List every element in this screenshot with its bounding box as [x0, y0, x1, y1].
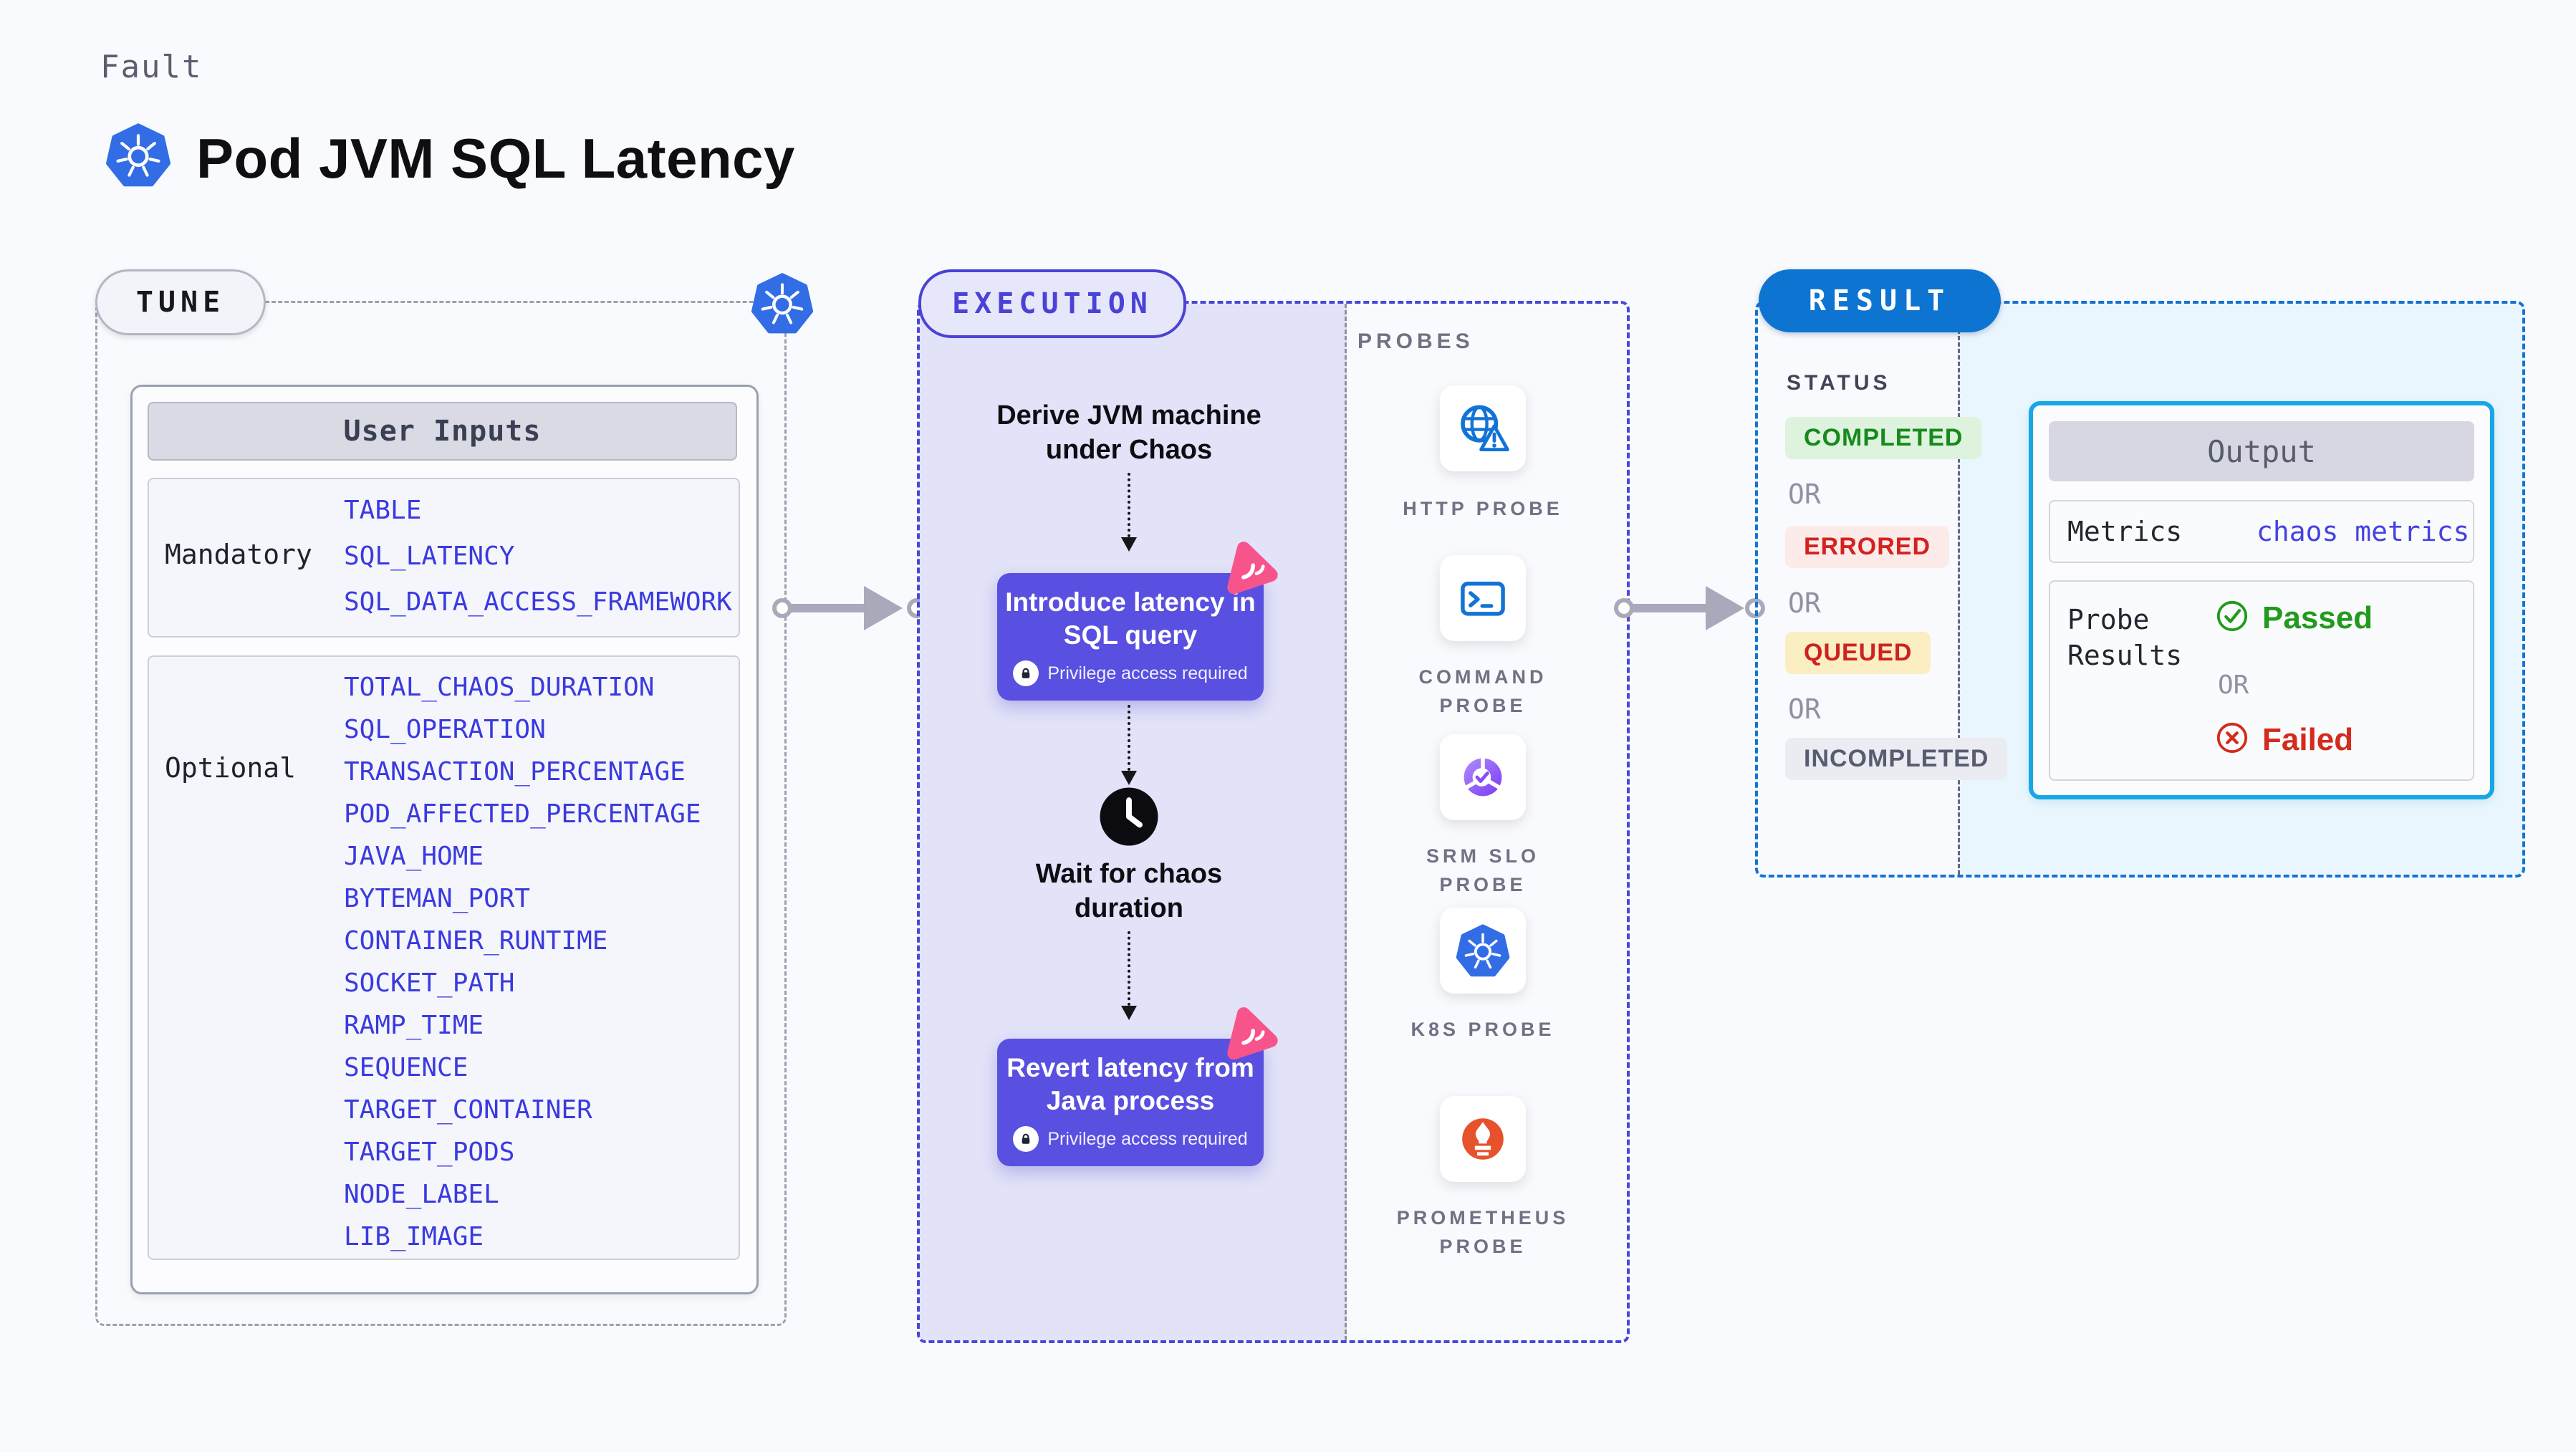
command-probe-label: COMMAND PROBE	[1418, 666, 1547, 716]
page-title: Pod JVM SQL Latency	[196, 127, 795, 190]
flow-dotted-connector	[1128, 473, 1130, 537]
srm-slo-probe-label: SRM SLO PROBE	[1426, 845, 1539, 895]
kubernetes-icon	[105, 120, 172, 190]
input-item: TARGET_PODS	[344, 1138, 515, 1167]
or-separator: OR	[1788, 693, 1821, 725]
metrics-row	[2049, 500, 2474, 563]
or-separator: OR	[1788, 587, 1821, 619]
chaos-spark-icon	[1215, 533, 1287, 605]
http-probe-card	[1440, 385, 1526, 471]
fault-kicker: Fault	[100, 49, 203, 85]
command-probe-card	[1440, 555, 1526, 641]
privilege-note: Privilege access required	[1047, 1128, 1248, 1149]
privilege-badge: Privilege access required	[1013, 1126, 1248, 1152]
mandatory-items: TABLE SQL_LATENCY SQL_DATA_ACCESS_FRAMEW…	[344, 488, 732, 625]
input-item: RAMP_TIME	[344, 1011, 484, 1040]
prometheus-probe-card	[1440, 1096, 1526, 1182]
input-item: TOTAL_CHAOS_DURATION	[344, 673, 655, 702]
result-pill: RESULT	[1759, 269, 2001, 332]
or-separator: OR	[1788, 479, 1821, 510]
optional-items: TOTAL_CHAOS_DURATION SQL_OPERATION TRANS…	[344, 666, 701, 1258]
introduce-latency-text: Introduce latency in SQL query	[1005, 587, 1256, 650]
input-item: SQL_LATENCY	[344, 542, 515, 571]
http-probe-icon	[1461, 405, 1509, 451]
prometheus-probe-label: PROMETHEUS PROBE	[1396, 1207, 1570, 1257]
step-wait-duration: Wait for chaos duration	[1035, 859, 1223, 923]
metrics-value: chaos metrics	[2257, 516, 2470, 547]
input-item: TABLE	[344, 496, 422, 525]
tune-region	[95, 301, 787, 1326]
status-label: STATUS	[1787, 371, 1891, 395]
lock-icon	[1013, 660, 1039, 686]
step-derive-jvm: Derive JVM machine under Chaos	[996, 400, 1261, 465]
optional-section	[148, 655, 740, 1260]
passed-check-icon	[2215, 599, 2249, 633]
optional-label: Optional	[165, 752, 297, 784]
failed-x-icon	[2215, 721, 2249, 755]
input-item: TRANSACTION_PERCENTAGE	[344, 757, 686, 787]
input-item: TARGET_CONTAINER	[344, 1095, 592, 1125]
or-separator: OR	[2218, 670, 2249, 700]
failed-text: Failed	[2262, 722, 2354, 757]
passed-text: Passed	[2262, 600, 2373, 635]
introduce-latency-box: Introduce latency in SQL query Privilege…	[997, 573, 1264, 701]
output-header: Output	[2049, 421, 2474, 481]
prometheus-probe-icon	[1462, 1118, 1504, 1160]
arrow-down-icon	[1121, 771, 1137, 785]
http-probe-label: HTTP PROBE	[1403, 498, 1563, 519]
arrow-down-icon	[1121, 1006, 1137, 1020]
status-badge-incompleted: INCOMPLETED	[1785, 738, 2008, 780]
metrics-label: Metrics	[2067, 516, 2183, 547]
input-item: BYTEMAN_PORT	[344, 884, 531, 913]
flow-dotted-connector	[1128, 705, 1130, 771]
k8s-probe-card	[1440, 908, 1526, 994]
kubernetes-icon	[750, 270, 814, 337]
user-inputs-header: User Inputs	[148, 402, 737, 461]
mandatory-section	[148, 478, 740, 638]
input-item: NODE_LABEL	[344, 1180, 499, 1209]
mandatory-label: Mandatory	[165, 539, 312, 570]
arrow-down-icon	[1121, 537, 1137, 552]
input-item: LIB_IMAGE	[344, 1222, 484, 1251]
tune-pill: TUNE	[95, 269, 266, 335]
probes-label: PROBES	[1357, 330, 1474, 353]
input-item: SEQUENCE	[344, 1053, 468, 1082]
srm-slo-probe-icon	[1464, 757, 1502, 797]
status-badge-errored: ERRORED	[1785, 526, 1950, 568]
revert-latency-box: Revert latency from Java process Privile…	[997, 1039, 1264, 1166]
flow-dotted-connector	[1128, 931, 1130, 1006]
input-item: SQL_OPERATION	[344, 715, 546, 744]
clock-icon	[1097, 785, 1160, 848]
input-item: SQL_DATA_ACCESS_FRAMEWORK	[344, 587, 732, 617]
revert-latency-text: Revert latency from Java process	[1006, 1053, 1254, 1115]
input-item: JAVA_HOME	[344, 842, 484, 871]
srm-slo-probe-card	[1440, 734, 1526, 820]
chaos-spark-icon	[1215, 999, 1287, 1070]
k8s-probe-icon	[1456, 924, 1510, 977]
privilege-note: Privilege access required	[1047, 663, 1248, 683]
lock-icon	[1013, 1126, 1039, 1152]
execution-pill: EXECUTION	[918, 269, 1186, 338]
k8s-probe-label: K8S PROBE	[1410, 1019, 1555, 1040]
privilege-badge: Privilege access required	[1013, 660, 1248, 686]
input-item: POD_AFFECTED_PERCENTAGE	[344, 799, 701, 829]
status-badge-queued: QUEUED	[1785, 632, 1931, 674]
input-item: SOCKET_PATH	[344, 968, 515, 998]
command-probe-icon	[1461, 581, 1505, 616]
probe-results-label: Probe Results	[2067, 604, 2183, 671]
input-item: CONTAINER_RUNTIME	[344, 926, 608, 956]
probe-results-row	[2049, 580, 2474, 781]
status-badge-completed: COMPLETED	[1785, 417, 1982, 459]
